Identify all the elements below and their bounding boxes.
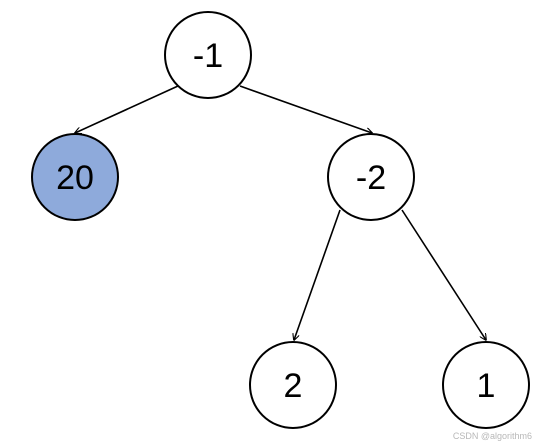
node-label: 1 bbox=[477, 367, 496, 405]
tree-node: -2 bbox=[327, 133, 415, 221]
edge-root-to-minus2 bbox=[239, 85, 372, 133]
tree-node: 1 bbox=[442, 341, 530, 429]
edge-minus2-to-1 bbox=[401, 209, 486, 340]
node-circle bbox=[31, 133, 119, 221]
node-circle bbox=[327, 133, 415, 221]
node-circle bbox=[164, 11, 252, 99]
tree-node: -1 bbox=[164, 11, 252, 99]
node-label: 2 bbox=[284, 367, 303, 405]
node-circle bbox=[442, 341, 530, 429]
node-label: -2 bbox=[356, 159, 386, 197]
tree-node: 2 bbox=[249, 341, 337, 429]
edge-minus2-to-2 bbox=[294, 209, 341, 340]
node-circle bbox=[249, 341, 337, 429]
node-label: -1 bbox=[193, 37, 223, 75]
watermark: CSDN @algorithm6 bbox=[452, 431, 532, 441]
tree-node-highlighted: 20 bbox=[31, 133, 119, 221]
node-label: 20 bbox=[56, 159, 94, 197]
edge-root-to-20 bbox=[75, 85, 179, 133]
